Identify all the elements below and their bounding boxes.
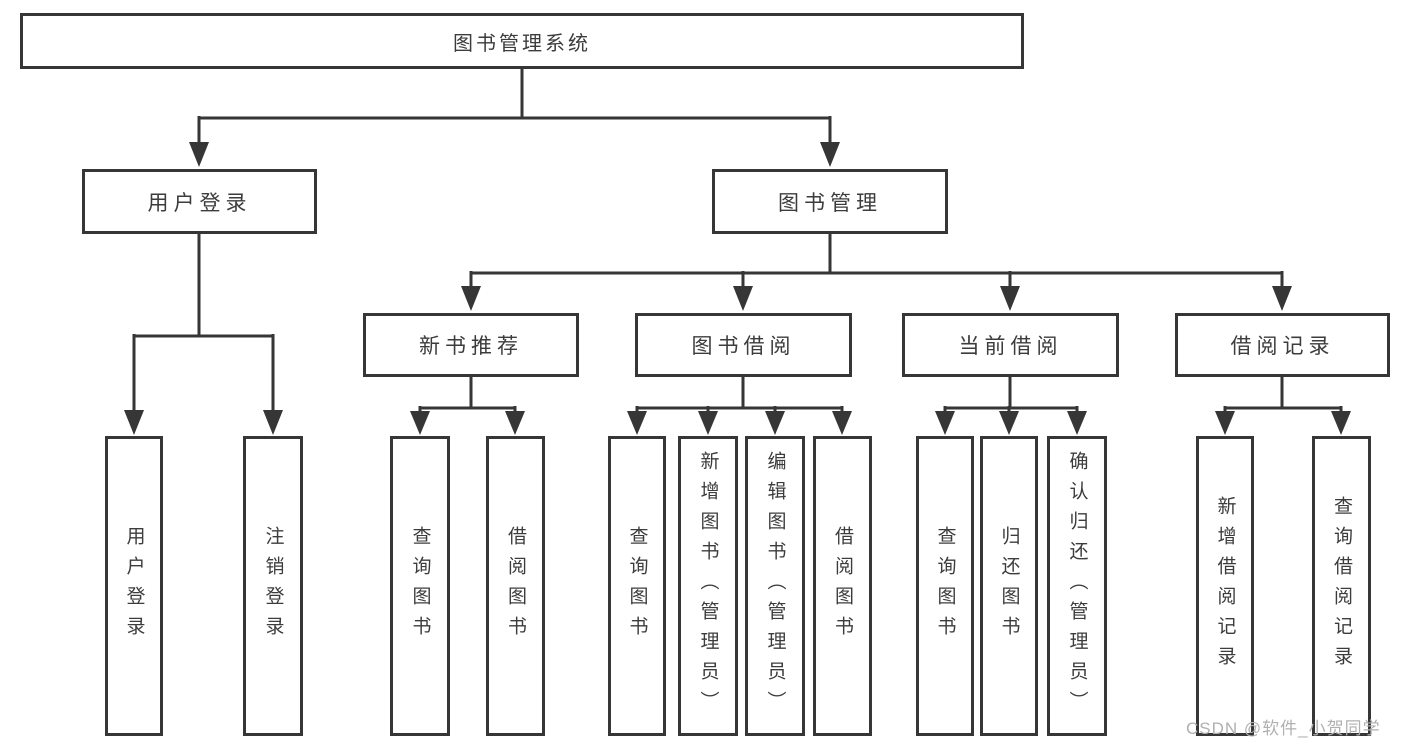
leaf-query-borrow-record: 查询借阅记录 [1312, 436, 1371, 736]
node-new-book-recommendation: 新书推荐 [363, 313, 579, 377]
leaf-edit-books-admin: 编辑图书（管理员） [745, 436, 805, 736]
node-label: 查询借阅记录 [1331, 496, 1352, 676]
node-label: 归还图书 [998, 526, 1020, 646]
watermark-csdn: CSDN @软件_小贺同学 [1186, 719, 1381, 738]
arrowhead-icons [124, 142, 1351, 435]
node-label: 用户登录 [123, 526, 145, 646]
node-label: 借阅记录 [1230, 335, 1335, 358]
leaf-borrow-books-borrowing: 借阅图书 [813, 436, 872, 736]
node-label: 借阅图书 [505, 526, 526, 646]
node-label: 编辑图书（管理员） [764, 451, 786, 721]
node-label: 图书借阅 [691, 335, 796, 358]
leaf-add-books-admin: 新增图书（管理员） [678, 436, 738, 736]
leaf-borrow-books-recommend: 借阅图书 [486, 436, 545, 736]
node-label: 新增图书（管理员） [697, 451, 719, 721]
leaf-query-books-current: 查询图书 [916, 436, 974, 736]
leaf-user-login: 用户登录 [105, 436, 163, 736]
node-label: 注销登录 [262, 526, 284, 646]
leaf-add-borrow-record: 新增借阅记录 [1196, 436, 1254, 736]
leaf-return-books: 归还图书 [980, 436, 1038, 736]
leaf-query-books-borrowing: 查询图书 [608, 436, 666, 736]
node-label: 当前借阅 [958, 335, 1063, 358]
node-label: 查询图书 [409, 526, 431, 646]
node-label: 用户登录 [147, 191, 252, 215]
node-current-borrowing: 当前借阅 [902, 313, 1119, 377]
node-label: 新书推荐 [419, 335, 523, 358]
leaf-query-books-recommend: 查询图书 [390, 436, 450, 736]
node-label: 图书管理系统 [453, 32, 591, 55]
node-label: 借阅图书 [832, 526, 853, 646]
node-book-borrowing: 图书借阅 [635, 313, 852, 377]
branch-book-management: 图书管理 [712, 169, 948, 234]
node-label: 查询图书 [626, 526, 648, 646]
node-library-management-system: 图书管理系统 [20, 13, 1024, 69]
node-label: 新增借阅记录 [1214, 496, 1236, 676]
node-label: 查询图书 [934, 526, 956, 646]
leaf-logout: 注销登录 [243, 436, 303, 736]
branch-user-login: 用户登录 [82, 169, 317, 234]
leaf-confirm-return-admin: 确认归还（管理员） [1047, 436, 1107, 736]
node-label: 图书管理 [778, 191, 882, 215]
node-borrowing-records: 借阅记录 [1175, 313, 1390, 377]
node-label: 确认归还（管理员） [1066, 451, 1088, 721]
